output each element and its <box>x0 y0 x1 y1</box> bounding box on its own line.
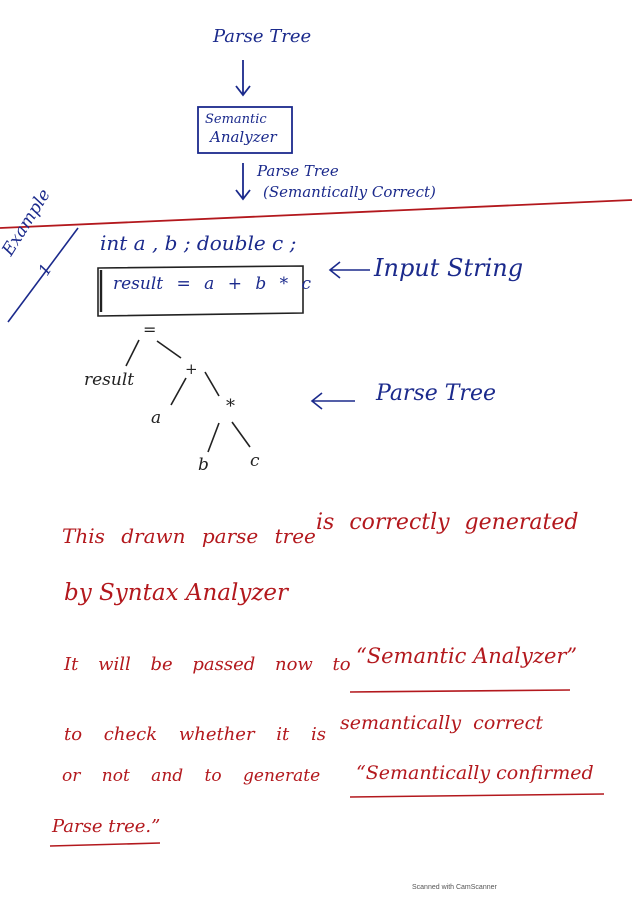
tree-arrow-icon <box>310 392 355 410</box>
semantic-analyzer-box <box>197 106 293 154</box>
tree-node-plus: + <box>185 360 198 378</box>
scanner-footer: Scanned with CamScanner <box>412 884 497 891</box>
note-line2: by Syntax Analyzer <box>64 580 289 606</box>
tree-node-root: = <box>143 320 157 339</box>
parse-tree-annotation: Parse Tree <box>376 381 496 406</box>
note-line4a: to check whether it is <box>64 724 326 745</box>
semantic-analyzer-label-line2: Analyzer <box>210 128 277 146</box>
note-line1b: is correctly generated <box>316 510 579 535</box>
note-line4b: semantically correct <box>340 712 543 734</box>
tree-node-a: a <box>151 408 162 428</box>
tree-node-times: * <box>226 396 235 417</box>
note-line6: Parse tree.” <box>52 816 161 837</box>
tree-edges <box>125 339 251 453</box>
underline-parse-tree <box>49 842 161 847</box>
tree-node-result: result <box>84 370 135 390</box>
note-line3b: “Semantic Analyzer” <box>356 644 578 668</box>
note-line1a: This drawn parse tree <box>62 524 316 548</box>
input-statement: result = a + b * c <box>113 274 312 294</box>
input-string-annotation: Input String <box>374 254 524 282</box>
declaration-line: int a , b ; double c ; <box>100 231 297 255</box>
semantic-analyzer-label-line1: Semantic <box>205 112 267 127</box>
section-divider <box>0 199 633 229</box>
tree-node-c: c <box>250 451 260 471</box>
flow-out-label-line2: (Semantically Correct) <box>263 183 436 201</box>
note-line3a: It will be passed now to <box>64 654 351 675</box>
flow-out-label-line1: Parse Tree <box>257 162 339 180</box>
flow-top-label: Parse Tree <box>213 26 312 47</box>
example-slash <box>7 227 79 323</box>
input-arrow-icon <box>328 261 370 279</box>
note-line5a: or not and to generate <box>62 766 321 786</box>
flow-arrow-bottom <box>235 163 251 201</box>
underline-semantic-analyzer <box>349 689 571 693</box>
tree-node-b: b <box>198 455 209 475</box>
underline-semantically-confirmed <box>349 793 605 798</box>
flow-arrow-top <box>235 60 251 97</box>
input-string-box <box>97 265 304 317</box>
note-line5b: “Semantically confirmed <box>356 762 594 784</box>
